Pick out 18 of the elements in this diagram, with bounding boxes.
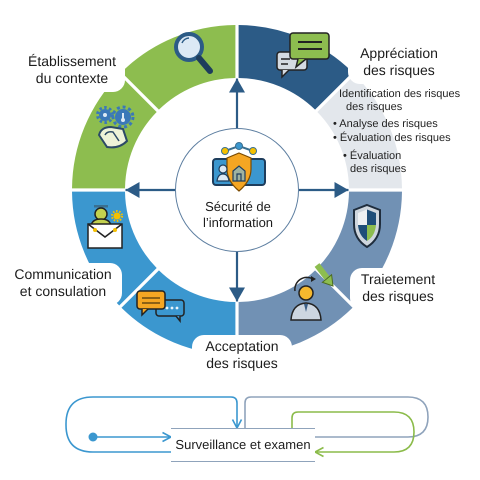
stage-heading: Établissement du contexte — [27, 52, 117, 88]
stage-heading: Acceptation des risques — [204, 337, 280, 373]
arrow — [299, 182, 348, 198]
stage-heading: Traietement des risques — [360, 270, 436, 306]
list-item: • Analyse des risques — [333, 118, 439, 131]
center-title: Sécurité de l’information — [202, 199, 274, 231]
arrow — [229, 252, 245, 302]
arrow — [126, 182, 175, 198]
list-item: Identification des risques des risques — [339, 88, 462, 114]
loop-arrow — [291, 411, 415, 458]
list-item: • Évaluation des risques — [333, 132, 452, 145]
stage-heading: Appréciation des risques — [359, 44, 439, 80]
loop-arrow — [65, 396, 242, 453]
arrow — [88, 432, 172, 442]
process-step: Surveillance et examen — [171, 428, 315, 462]
loop-line — [244, 396, 429, 438]
list-item: • Évaluation des risques — [343, 150, 408, 176]
stage-heading: Communication et consulation — [13, 265, 113, 301]
